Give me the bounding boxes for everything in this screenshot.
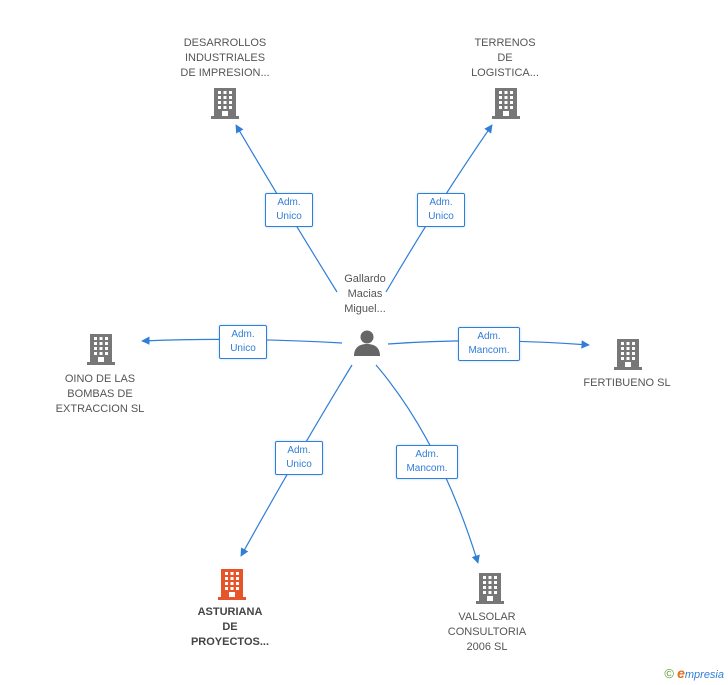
building-icon[interactable] (475, 571, 505, 605)
building-icon[interactable] (210, 86, 240, 120)
building-icon[interactable] (217, 567, 247, 601)
relation-badge-terrenos[interactable]: Adm. Unico (417, 193, 465, 227)
person-icon[interactable] (352, 327, 382, 357)
footer-brand: © empresia (664, 665, 724, 681)
company-label-fertibueno[interactable]: FERTIBUENO SL (583, 377, 671, 389)
relation-badge-asturiana[interactable]: Adm. Unico (275, 441, 323, 475)
company-label-asturiana[interactable]: ASTURIANA DE PROYECTOS... (190, 606, 270, 648)
relation-badge-oino[interactable]: Adm. Unico (219, 325, 267, 359)
building-icon[interactable] (613, 337, 643, 371)
company-label-oino[interactable]: OINO DE LAS BOMBAS DE EXTRACCION SL (55, 373, 145, 415)
brand-name: mpresia (684, 669, 724, 681)
company-label-terrenos[interactable]: TERRENOS DE LOGISTICA... (471, 37, 539, 79)
company-label-valsolar[interactable]: VALSOLAR CONSULTORIA 2006 SL (447, 611, 527, 653)
copyright-icon: © (664, 666, 675, 681)
relation-badge-fertibueno[interactable]: Adm. Mancom. (458, 327, 520, 361)
building-icon[interactable] (491, 86, 521, 120)
relation-badge-desarrollos[interactable]: Adm. Unico (265, 193, 313, 227)
company-label-desarrollos[interactable]: DESARROLLOS INDUSTRIALES DE IMPRESION... (180, 37, 270, 79)
relation-badge-valsolar[interactable]: Adm. Mancom. (396, 445, 458, 479)
building-icon[interactable] (86, 332, 116, 366)
center-person-label: Gallardo Macias Miguel... (344, 273, 386, 315)
brand-initial: e (677, 665, 685, 681)
